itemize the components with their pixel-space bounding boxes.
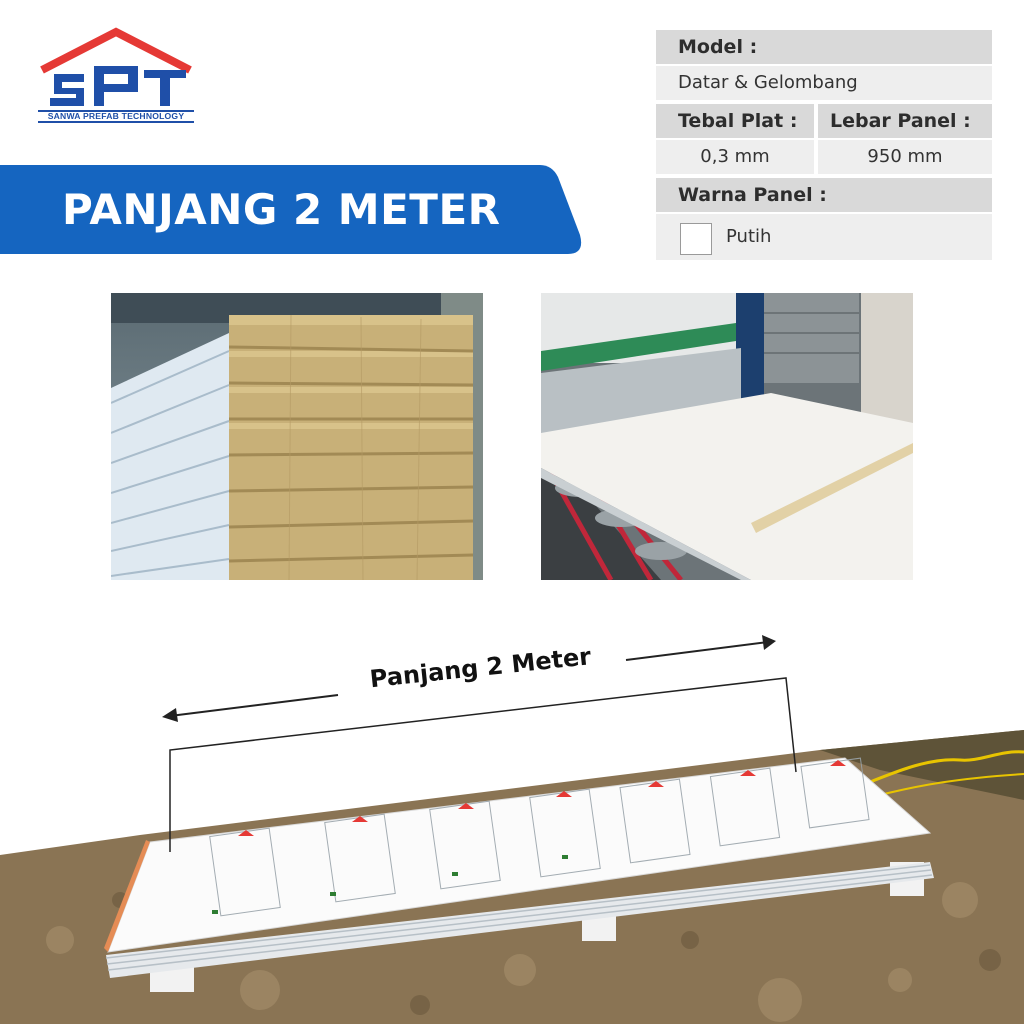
logo-company-name: SANWA PREFAB TECHNOLOGY	[38, 110, 194, 123]
color-label: Warna Panel :	[656, 178, 992, 212]
brand-logo: SANWA PREFAB TECHNOLOGY	[38, 26, 194, 130]
thickness-value: 0,3 mm	[656, 140, 814, 174]
panel-production-line-photo	[541, 293, 913, 580]
color-swatch	[680, 223, 712, 255]
width-label: Lebar Panel :	[818, 104, 992, 138]
width-value: 950 mm	[818, 140, 992, 174]
color-value-row: Putih	[656, 214, 992, 260]
length-banner: PANJANG 2 METER	[0, 165, 585, 254]
banner-title: PANJANG 2 METER	[62, 185, 501, 234]
model-value: Datar & Gelombang	[656, 66, 992, 100]
logo-mark-icon	[40, 27, 192, 106]
panel-stack-length-illustration: Panjang 2 Meter	[0, 600, 1024, 1024]
color-value: Putih	[726, 226, 772, 247]
model-label: Model :	[656, 30, 992, 64]
banner-background	[0, 165, 582, 254]
thickness-label: Tebal Plat :	[656, 104, 814, 138]
rockwool-panel-stack-photo	[111, 293, 483, 580]
